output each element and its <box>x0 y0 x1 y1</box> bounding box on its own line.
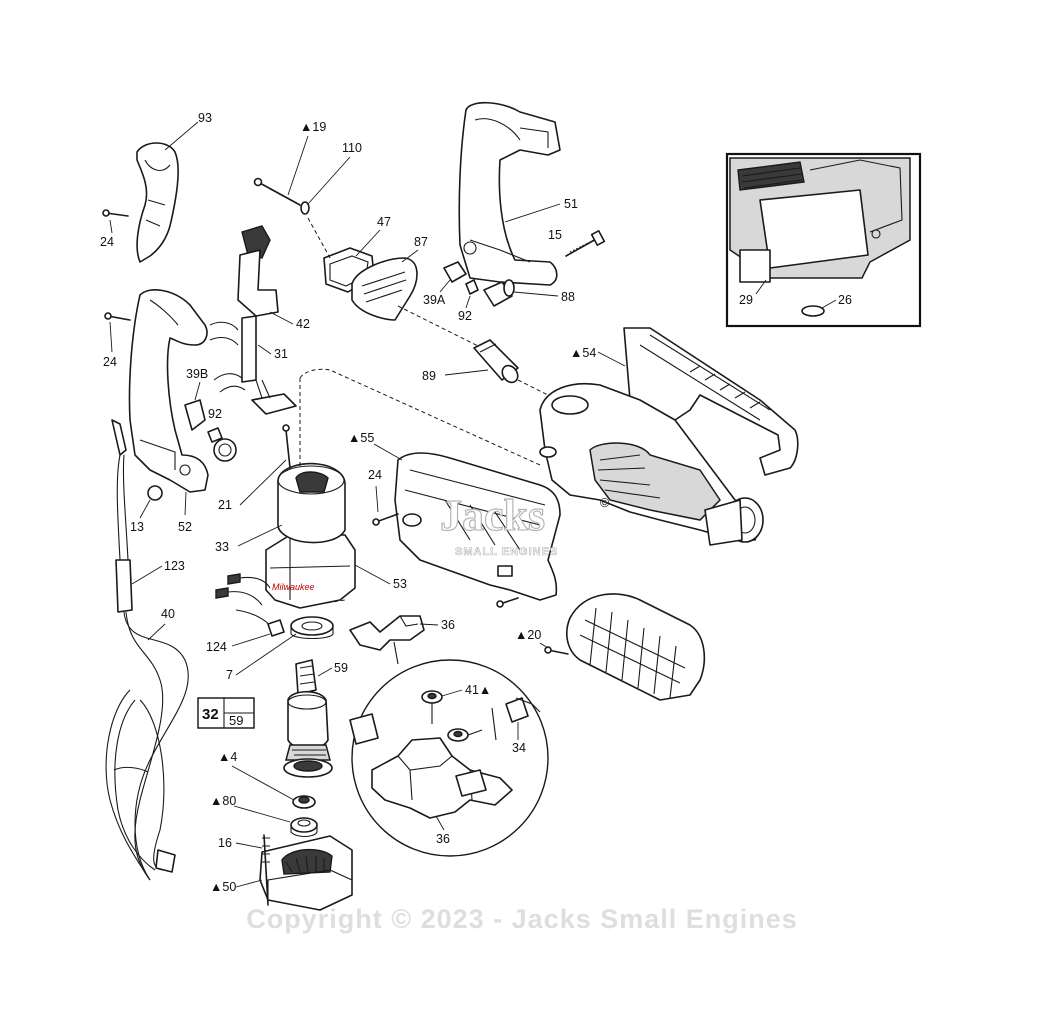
label-16: 16 <box>218 836 232 850</box>
label-52: 52 <box>178 520 192 534</box>
label-24-b: 24 <box>103 355 117 369</box>
label-92-b: 92 <box>458 309 472 323</box>
cap-parts-47-87: 47 87 <box>307 215 428 321</box>
brand-mark: Milwaukee <box>272 582 315 592</box>
logo-sub-text: SMALL ENGINES <box>455 546 558 558</box>
label-36-b: 36 <box>436 832 450 846</box>
side-grip-part-20: ▲20 <box>515 593 706 701</box>
label-26: 26 <box>838 293 852 307</box>
label-110: 110 <box>342 141 362 155</box>
label-4: ▲4 <box>218 750 237 764</box>
armature-part-59: 59 <box>283 659 348 778</box>
label-55: ▲55 <box>348 431 374 445</box>
label-20: ▲20 <box>515 628 541 642</box>
label-29: 29 <box>739 293 753 307</box>
label-87: 87 <box>414 235 428 249</box>
label-53: 53 <box>393 577 407 591</box>
motor-housing-part-53: Milwaukee 53 33 21 <box>215 368 541 609</box>
label-51: 51 <box>564 197 578 211</box>
handle-cover-part-93: 93 24 <box>100 111 212 263</box>
wire-leads-part-124: 124 7 <box>206 573 334 682</box>
handle-part-51: 51 15 39A 92 88 <box>423 101 606 323</box>
label-124: 124 <box>206 640 227 654</box>
bolt-part-19: ▲19 110 <box>253 120 362 215</box>
label-123: 123 <box>164 559 185 573</box>
label-54: ▲54 <box>570 346 596 360</box>
label-24-c: 24 <box>368 468 382 482</box>
label-93: 93 <box>198 111 212 125</box>
label-7: 7 <box>226 668 233 682</box>
switch-assembly-part-31-42: 42 31 <box>209 225 310 415</box>
inset-detail: 29 26 <box>725 152 922 328</box>
label-40: 40 <box>161 607 175 621</box>
label-47: 47 <box>377 215 391 229</box>
label-24-a: 24 <box>100 235 114 249</box>
label-50: ▲50 <box>210 880 236 894</box>
label-88: 88 <box>561 290 575 304</box>
reference-box-32-59: 32 59 <box>197 697 255 729</box>
brush-detail-circle: 41▲ 34 36 <box>349 659 549 857</box>
label-89: 89 <box>422 369 436 383</box>
copyright-watermark: Copyright © 2023 - Jacks Small Engines <box>246 904 798 934</box>
label-39b: 39B <box>186 367 208 381</box>
handle-part-52: 52 24 39B 92 13 <box>103 289 237 534</box>
label-13: 13 <box>130 520 144 534</box>
label-19: ▲19 <box>300 120 326 134</box>
ref-box-sub: 59 <box>229 713 243 728</box>
label-39a: 39A <box>423 293 446 307</box>
brush-holder-part-36: 36 <box>349 615 455 665</box>
gear-housing-part-54: ▲54 <box>539 327 799 546</box>
cover-part-55: ▲55 24 <box>348 431 561 608</box>
label-15: 15 <box>548 228 562 242</box>
logo-copyright-mark: © <box>600 496 610 510</box>
label-33: 33 <box>215 540 229 554</box>
label-59: 59 <box>334 661 348 675</box>
bearings-part-4-80: ▲4 ▲80 <box>210 750 318 838</box>
label-31: 31 <box>274 347 288 361</box>
ref-box-main: 32 <box>202 706 219 723</box>
baffle-part-50: 16 ▲50 <box>210 834 353 911</box>
label-34: 34 <box>512 741 526 755</box>
jacks-logo-watermark: Jacks SMALL ENGINES © <box>439 490 610 558</box>
label-41: 41▲ <box>465 683 491 697</box>
logo-main-text: Jacks <box>440 491 545 540</box>
label-80: ▲80 <box>210 794 236 808</box>
label-92-a: 92 <box>208 407 222 421</box>
coupling-part-89: 89 <box>397 305 551 397</box>
label-21: 21 <box>218 498 232 512</box>
label-42: 42 <box>296 317 310 331</box>
label-36-a: 36 <box>441 618 455 632</box>
power-cord-part-40-123: 123 40 <box>105 419 189 881</box>
